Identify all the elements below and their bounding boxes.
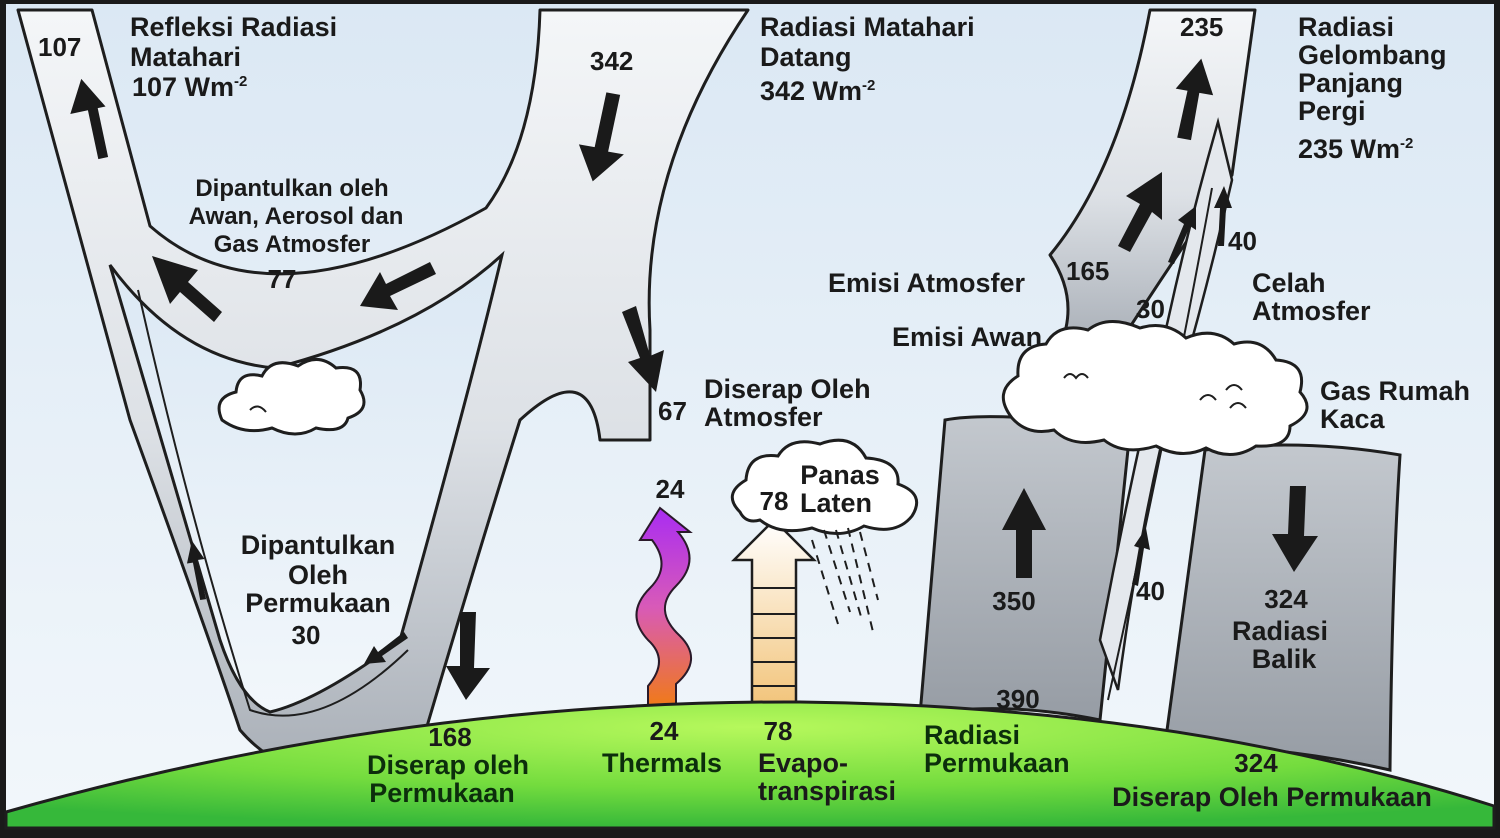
reflected-solar-unit: 107 Wm-2 bbox=[132, 72, 247, 102]
incoming-solar-value: 342 bbox=[590, 46, 633, 76]
outgoing-longwave-unit-value: 235 Wm bbox=[1298, 134, 1400, 164]
outgoing-longwave-title-4: Pergi bbox=[1298, 96, 1366, 126]
cloud-emission-label: Emisi Awan bbox=[892, 322, 1042, 352]
window-up-arrow-bottom-icon bbox=[1132, 528, 1150, 586]
reflected-solar-title-1: Refleksi Radiasi bbox=[130, 12, 337, 42]
outgoing-longwave-unit: 235 Wm-2 bbox=[1298, 134, 1413, 164]
absorbed-surface-line-2: Permukaan bbox=[369, 778, 515, 808]
evapo-arrow-bands bbox=[752, 587, 796, 687]
window-value-bottom: 40 bbox=[1136, 576, 1165, 606]
surface-total-value: 390 bbox=[996, 684, 1039, 714]
absorbed-atmosphere-line-1: Diserap Oleh bbox=[704, 374, 871, 404]
latent-heat-value: 78 bbox=[760, 486, 789, 516]
atmospheric-emission-value: 165 bbox=[1066, 256, 1109, 286]
latent-heat-line-1: Panas bbox=[800, 460, 880, 490]
surface-reflect-line-2: Oleh bbox=[288, 560, 348, 590]
window-up-arrow-top-icon bbox=[1214, 186, 1232, 246]
incoming-solar-title-1: Radiasi Matahari bbox=[760, 12, 975, 42]
surface-reflect-up-small-arrow-icon bbox=[186, 540, 207, 600]
evapo-label-1: Evapo- bbox=[758, 748, 848, 778]
thermals-bottom-value: 24 bbox=[650, 716, 679, 746]
reflected-solar-value: 107 bbox=[38, 32, 81, 62]
absorbed-surface-arrow-icon bbox=[446, 612, 490, 700]
window-line-1: Celah bbox=[1252, 268, 1326, 298]
greenhouse-line-2: Kaca bbox=[1320, 404, 1386, 434]
cloud-detail-right bbox=[1063, 373, 1247, 409]
reflected-up-arrow-icon bbox=[70, 78, 109, 160]
absorbed-atmosphere-line-2: Atmosfer bbox=[704, 402, 823, 432]
outgoing-longwave-title-1: Radiasi bbox=[1298, 12, 1394, 42]
atmospheric-emission-label: Emisi Atmosfer bbox=[828, 268, 1026, 298]
reflected-solar-unit-exp: -2 bbox=[234, 73, 247, 90]
incoming-down-arrow-icon bbox=[578, 92, 624, 182]
absorbed-back-label: Diserap Oleh Permukaan bbox=[1112, 782, 1432, 812]
thermals-top-value: 24 bbox=[656, 474, 685, 504]
outgoing-longwave-title-2: Gelombang bbox=[1298, 40, 1447, 70]
evapo-bottom-value: 78 bbox=[764, 716, 793, 746]
inner-sky-island bbox=[108, 250, 505, 714]
thermals-label: Thermals bbox=[602, 748, 722, 778]
reflected-solar-unit-value: 107 Wm bbox=[132, 72, 234, 102]
cloud-reflect-line-2: Awan, Aerosol dan bbox=[189, 203, 404, 230]
window-line-2: Atmosfer bbox=[1252, 296, 1371, 326]
cloud-reflect-line-3: Gas Atmosfer bbox=[214, 231, 371, 258]
surface-radiation-line-2: Permukaan bbox=[924, 748, 1070, 778]
absorbed-back-value: 324 bbox=[1234, 748, 1278, 778]
latent-heat-line-2: Laten bbox=[800, 488, 872, 518]
earth-surface bbox=[4, 700, 1496, 830]
surface-up-value: 350 bbox=[992, 586, 1035, 616]
atmos-emission-up-arrow-icon bbox=[1118, 172, 1162, 252]
surface-reflect-value: 30 bbox=[292, 620, 321, 650]
evapo-label-2: transpirasi bbox=[758, 776, 896, 806]
outgoing-up-arrow-icon bbox=[1175, 58, 1214, 141]
greenhouse-line-1: Gas Rumah bbox=[1320, 376, 1470, 406]
surface-reflect-line-1: Dipantulkan bbox=[241, 530, 396, 560]
cloud-reflect-arrow-out-icon bbox=[152, 256, 222, 322]
back-radiation-down-arrow-icon bbox=[1272, 486, 1318, 572]
surface-reflect-line-3: Permukaan bbox=[245, 588, 391, 618]
cloud-reflect-arrow-in-icon bbox=[360, 262, 436, 310]
window-value-top: 40 bbox=[1228, 226, 1257, 256]
surface-radiation-line-1: Radiasi bbox=[924, 720, 1020, 750]
surface-up-arrow-icon bbox=[1002, 488, 1046, 578]
surface-reflect-in-small-arrow-icon bbox=[364, 632, 408, 664]
cloud-reflect-value: 77 bbox=[268, 264, 297, 294]
greenhouse-cloud-icon bbox=[1001, 320, 1309, 456]
cloud-emission-value: 30 bbox=[1136, 294, 1165, 324]
back-radiation-line-2: Balik bbox=[1252, 644, 1318, 674]
incoming-solar-unit: 342 Wm-2 bbox=[760, 76, 875, 106]
absorbed-atmosphere-value: 67 bbox=[658, 396, 687, 426]
cloud-reflect-line-1: Dipantulkan oleh bbox=[195, 175, 388, 202]
reflected-solar-title-2: Matahari bbox=[130, 42, 241, 72]
incoming-solar-unit-value: 342 Wm bbox=[760, 76, 862, 106]
absorbed-surface-line-1: Diserap oleh bbox=[367, 750, 529, 780]
incoming-solar-unit-exp: -2 bbox=[862, 77, 875, 94]
back-radiation-line-1: Radiasi bbox=[1232, 616, 1328, 646]
outgoing-longwave-title-3: Panjang bbox=[1298, 68, 1403, 98]
outgoing-longwave-unit-exp: -2 bbox=[1400, 135, 1413, 152]
incoming-solar-title-2: Datang bbox=[760, 42, 852, 72]
reflecting-cloud-icon bbox=[217, 358, 366, 436]
back-radiation-value: 324 bbox=[1264, 584, 1308, 614]
outgoing-longwave-value: 235 bbox=[1180, 12, 1223, 42]
latent-heat-cloud-icon bbox=[730, 438, 919, 535]
surface-reflection-channel bbox=[137, 289, 409, 717]
cloud-detail-left bbox=[249, 405, 267, 413]
absorbed-surface-value: 168 bbox=[428, 722, 471, 752]
absorbed-atmosphere-arrow-icon bbox=[622, 306, 664, 392]
cloud-emission-up-arrow-icon bbox=[1168, 206, 1196, 264]
rain-icon bbox=[811, 527, 879, 637]
